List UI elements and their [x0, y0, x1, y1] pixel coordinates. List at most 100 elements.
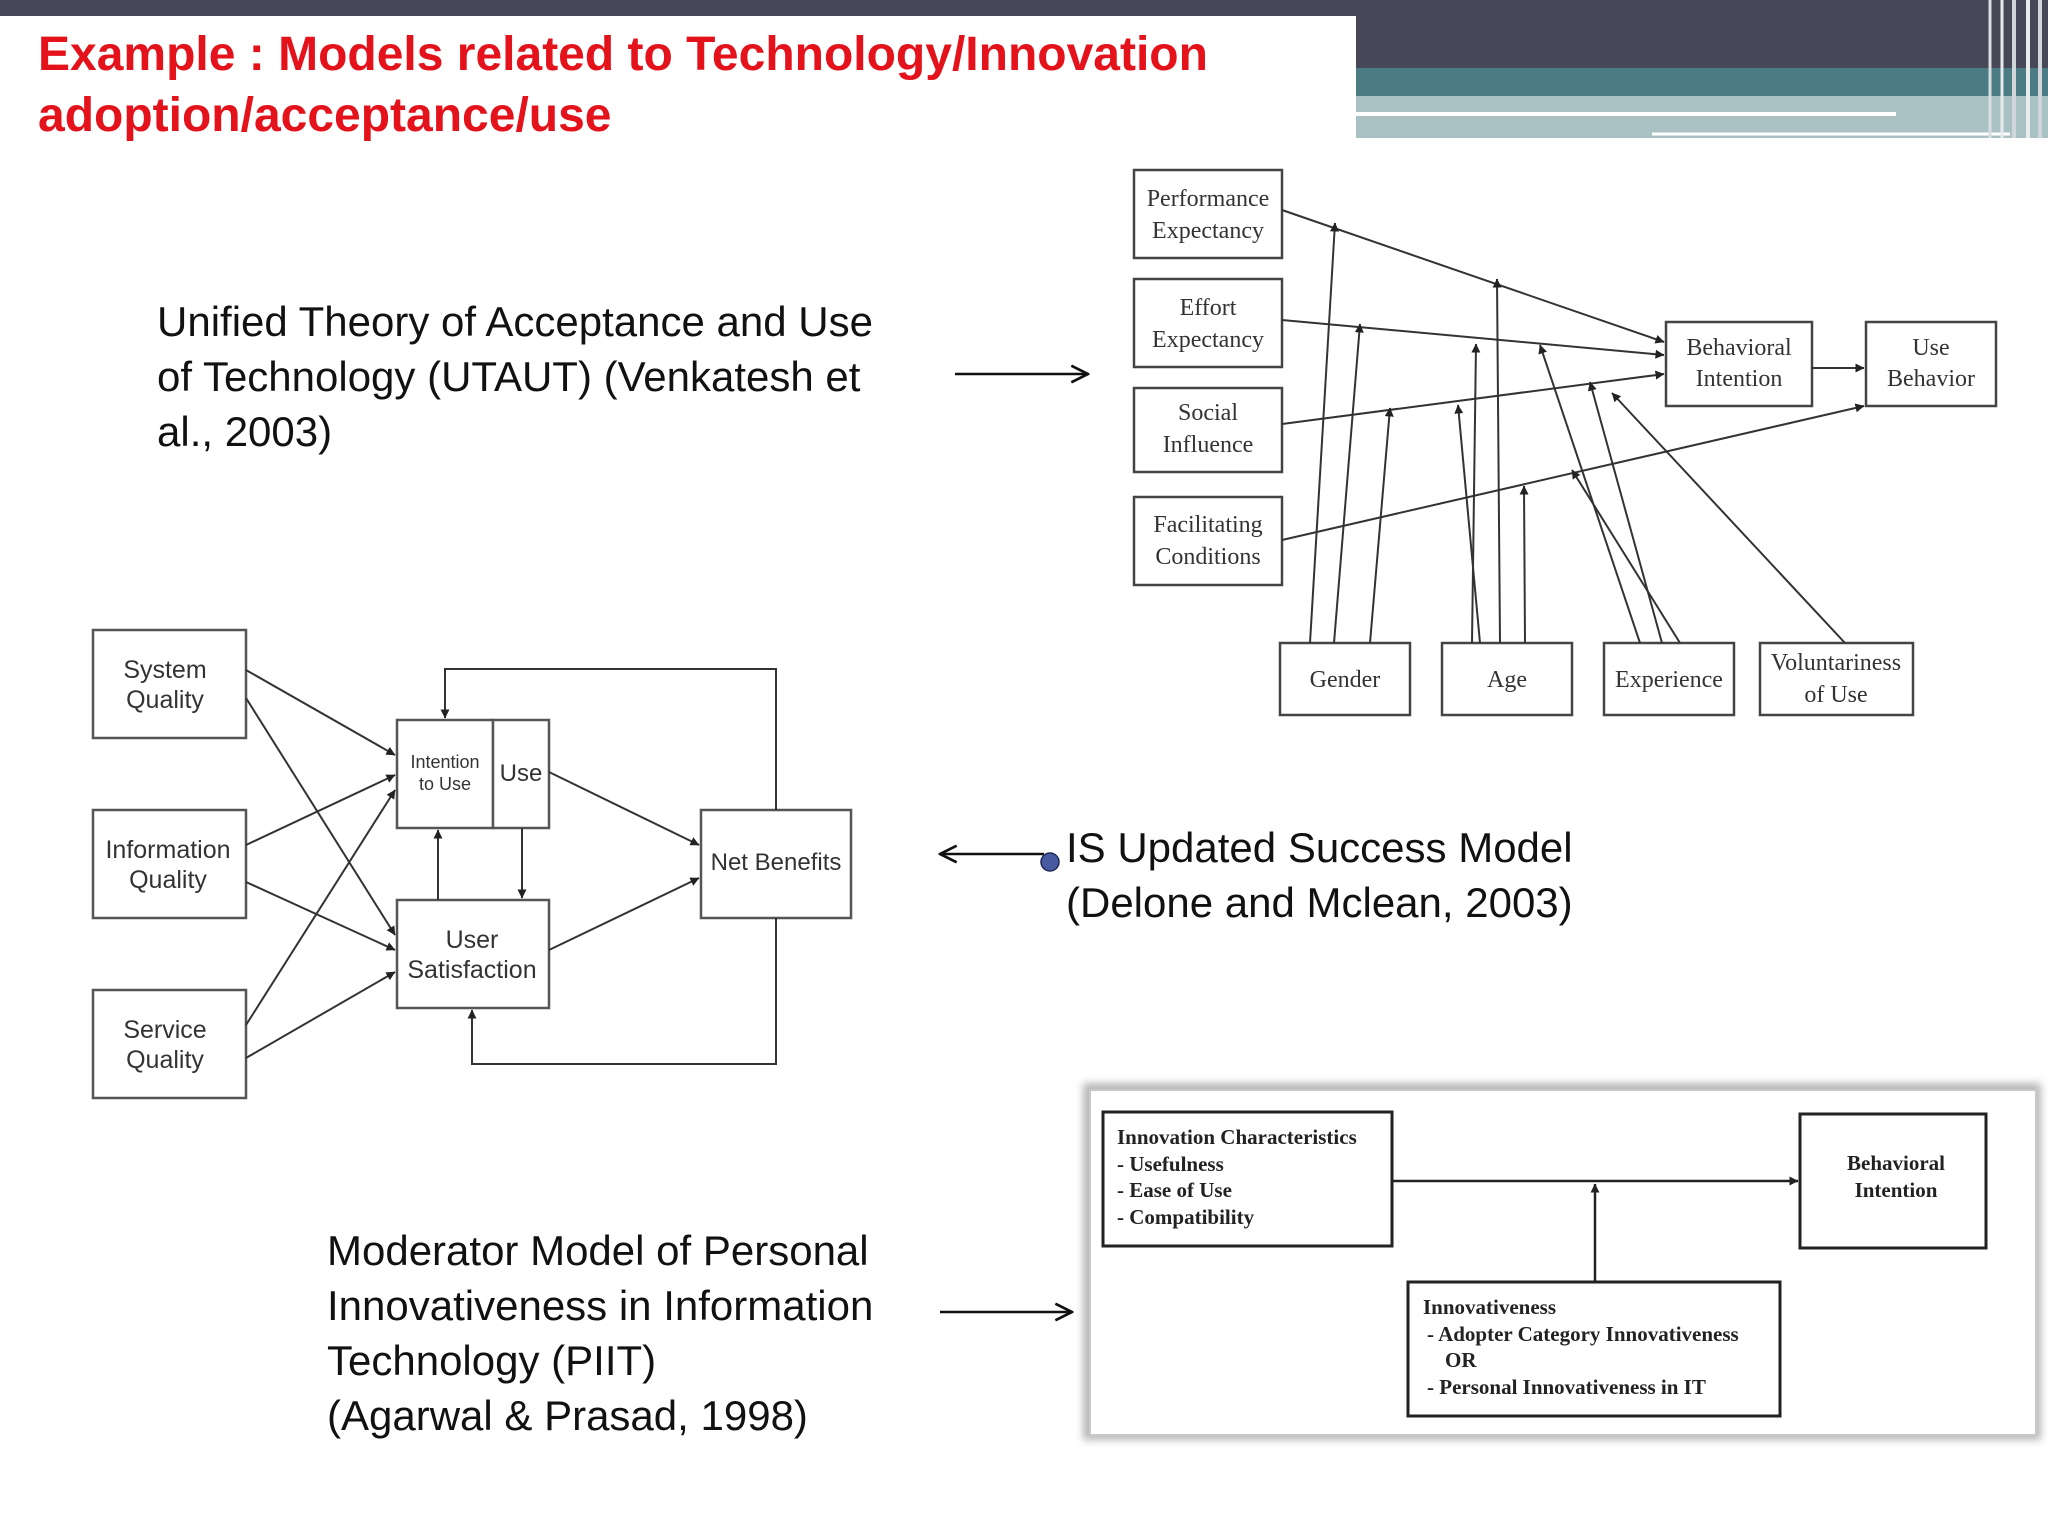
is-success-caption: IS Updated Success Model (Delone and Mcl… — [1066, 820, 1573, 930]
piit-caption-line: Technology (PIIT) — [327, 1337, 657, 1384]
piit-box-behavioral-intention: Behavioral Intention — [1798, 1112, 1988, 1250]
piit-caption: Moderator Model of Personal Innovativene… — [327, 1223, 873, 1443]
is-box-service-quality: Service Quality — [91, 988, 248, 1100]
is-box-net-benefits: Net Benefits — [699, 808, 853, 920]
is-arrow — [245, 697, 396, 936]
utaut-node-label: Social — [1178, 400, 1238, 426]
utaut-moderator-arrow — [1519, 485, 1529, 644]
utaut-node-label: Gender — [1310, 667, 1381, 693]
is-arrow — [245, 971, 396, 1059]
utaut-moderator-arrow — [1309, 222, 1339, 644]
is-node-label: User — [446, 926, 499, 954]
utaut-node-label: Experience — [1615, 667, 1723, 693]
is-arrow — [245, 669, 396, 756]
is-arrow — [245, 774, 396, 846]
utaut-box-facilitating-conditions: Facilitating Conditions — [1132, 495, 1284, 587]
is-node-label: Intention — [410, 752, 479, 772]
is-feedback-arrow — [440, 668, 777, 810]
is-node-label: Use — [500, 760, 543, 787]
is-node-label: System — [123, 656, 206, 684]
piit-caption-line: Moderator Model of Personal — [327, 1227, 869, 1274]
utaut-node-label: Intention — [1696, 366, 1783, 392]
utaut-box-gender: Gender — [1278, 641, 1412, 717]
utaut-node-label: Voluntariness — [1771, 650, 1901, 676]
utaut-node-label: of Use — [1804, 682, 1867, 708]
utaut-caption-line: of Technology (UTAUT) (Venkatesh et — [157, 353, 861, 400]
utaut-box-effort-expectancy: Effort Expectancy — [1132, 277, 1284, 369]
utaut-node-label: Expectancy — [1152, 327, 1264, 353]
piit-node-label: Behavioral — [1847, 1151, 1945, 1175]
is-success-diagram: System Quality Information Quality Servi… — [91, 628, 853, 1100]
is-arrow — [245, 881, 396, 951]
utaut-caption: Unified Theory of Acceptance and Use of … — [157, 294, 873, 459]
is-node-label: Quality — [126, 686, 204, 714]
piit-node-label: - Compatibility — [1117, 1205, 1255, 1229]
is-node-label: Information — [105, 836, 230, 864]
utaut-moderator-arrow — [1369, 407, 1394, 644]
piit-box-innovativeness: Innovativeness - Adopter Category Innova… — [1406, 1280, 1782, 1418]
utaut-box-behavioral-intention: Behavioral Intention — [1664, 320, 1814, 408]
piit-node-label: - Adopter Category Innovativeness — [1427, 1322, 1739, 1346]
utaut-node-label: Expectancy — [1152, 218, 1264, 244]
utaut-moderator-arrow — [1333, 323, 1364, 644]
utaut-moderator-arrow — [1454, 404, 1481, 644]
piit-node-label: Innovation Characteristics — [1117, 1125, 1357, 1149]
utaut-box-use-behavior: Use Behavior — [1864, 320, 1998, 408]
piit-node-label: - Usefulness — [1117, 1152, 1224, 1176]
title-box — [0, 16, 1356, 144]
utaut-caption-line: al., 2003) — [157, 408, 333, 455]
utaut-node-label: Effort — [1180, 295, 1237, 321]
utaut-moderator-arrow — [1538, 344, 1641, 644]
utaut-node-label: Age — [1487, 667, 1527, 693]
is-feedback-arrow — [467, 918, 777, 1065]
utaut-diagram: Performance Expectancy Effort Expectancy… — [1132, 168, 1998, 717]
utaut-caption-line: Unified Theory of Acceptance and Use — [157, 298, 873, 345]
utaut-box-social-influence: Social Influence — [1132, 386, 1284, 474]
utaut-moderator-arrow — [1571, 469, 1681, 644]
utaut-node-label: Behavior — [1887, 366, 1975, 392]
is-box-information-quality: Information Quality — [91, 808, 248, 920]
piit-diagram: Innovation Characteristics - Usefulness … — [1083, 1083, 2041, 1440]
header-light-band — [1356, 96, 2048, 138]
piit-node-label: OR — [1445, 1348, 1477, 1372]
piit-caption-line: Innovativeness in Information — [327, 1282, 874, 1329]
is-box-use: Use — [491, 718, 551, 830]
utaut-moderator-arrow — [1471, 343, 1481, 644]
is-box-intention-to-use: Intention to Use — [395, 718, 495, 830]
piit-box-innovation-characteristics: Innovation Characteristics - Usefulness … — [1101, 1110, 1394, 1248]
slide-title-line: adoption/acceptance/use — [38, 89, 612, 142]
utaut-box-age: Age — [1440, 641, 1574, 717]
utaut-moderator-arrow — [1492, 278, 1502, 644]
piit-node-label: Innovativeness — [1423, 1295, 1556, 1319]
is-success-caption-line: (Delone and Mclean, 2003) — [1066, 879, 1573, 926]
utaut-node-label: Facilitating — [1153, 512, 1262, 538]
utaut-arrow — [1281, 319, 1665, 359]
is-node-label: Service — [123, 1016, 206, 1044]
is-arrow — [548, 771, 700, 846]
utaut-box-performance-expectancy: Performance Expectancy — [1132, 168, 1284, 260]
piit-caption-line: (Agarwal & Prasad, 1998) — [327, 1392, 808, 1439]
utaut-arrow — [1281, 209, 1665, 344]
utaut-arrow — [1281, 370, 1665, 425]
slide-title-line: Example : Models related to Technology/I… — [38, 28, 1208, 81]
utaut-node-label: Behavioral — [1686, 335, 1792, 361]
piit-node-label: - Personal Innovativeness in IT — [1427, 1375, 1706, 1399]
piit-node-label: Intention — [1855, 1178, 1938, 1202]
is-arrow — [548, 877, 700, 951]
is-node-label: Satisfaction — [407, 956, 536, 984]
utaut-moderator-arrow — [1611, 392, 1846, 644]
utaut-node-label: Use — [1912, 335, 1949, 361]
is-success-caption-line: IS Updated Success Model — [1066, 824, 1573, 871]
utaut-node-label: Performance — [1147, 186, 1270, 212]
piit-node-label: - Ease of Use — [1117, 1178, 1232, 1202]
is-arrow — [245, 789, 396, 1026]
utaut-box-experience: Experience — [1602, 641, 1736, 717]
slide-title: Example : Models related to Technology/I… — [38, 24, 1338, 146]
is-box-system-quality: System Quality — [91, 628, 248, 740]
is-node-label: Net Benefits — [711, 849, 842, 876]
is-node-label: to Use — [419, 774, 471, 794]
utaut-moderator-arrow — [1587, 381, 1663, 644]
utaut-box-voluntariness: Voluntariness of Use — [1758, 641, 1915, 717]
